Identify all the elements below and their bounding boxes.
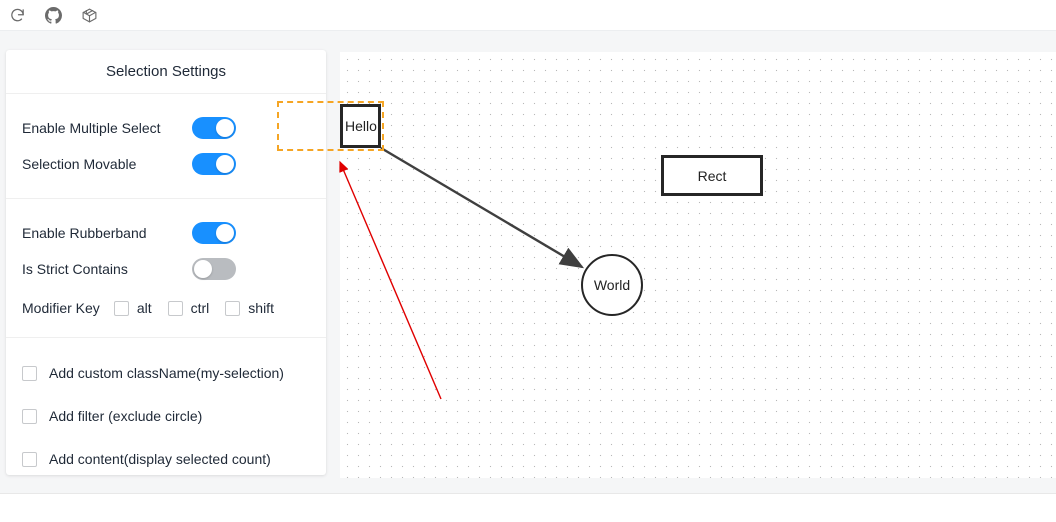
toolbar-divider: [0, 30, 1056, 31]
bottom-strip: [0, 494, 1056, 522]
node-world-label: World: [593, 277, 631, 293]
modifier-option-shift[interactable]: shift: [225, 300, 274, 316]
reload-icon[interactable]: [6, 4, 28, 26]
rubberband-selection[interactable]: [277, 101, 384, 151]
codesandbox-icon[interactable]: [78, 4, 100, 26]
top-toolbar: [0, 0, 1056, 30]
diagram-canvas[interactable]: [340, 52, 1056, 478]
row-enable-rubberband: Enable Rubberband: [22, 217, 310, 249]
modifier-label-shift: shift: [248, 300, 274, 316]
panel-section-rubberband: Enable Rubberband Is Strict Contains Mod…: [6, 199, 326, 338]
toggle-selection-movable[interactable]: [192, 153, 236, 175]
node-rect[interactable]: Rect: [661, 155, 763, 196]
github-icon[interactable]: [42, 4, 64, 26]
toggle-knob: [216, 224, 234, 242]
edge-hello-world: [380, 146, 585, 269]
node-rect-label: Rect: [697, 167, 727, 184]
selection-settings-panel: Selection Settings Enable Multiple Selec…: [6, 50, 326, 475]
panel-section-select: Enable Multiple Select Selection Movable: [6, 94, 326, 199]
checkbox-add-content[interactable]: [22, 451, 37, 467]
label-enable-multiple-select: Enable Multiple Select: [22, 120, 161, 136]
row-modifier-key: Modifier Key alt ctrl shift: [22, 293, 310, 323]
modifier-label-alt: alt: [136, 300, 152, 316]
toggle-enable-rubberband[interactable]: [192, 222, 236, 244]
label-selection-movable: Selection Movable: [22, 156, 137, 172]
toggle-enable-multiple-select[interactable]: [192, 117, 236, 139]
label-modifier-key: Modifier Key: [22, 300, 100, 316]
checkbox-row-classname[interactable]: Add custom className(my-selection): [22, 358, 310, 388]
row-enable-multiple-select: Enable Multiple Select: [22, 112, 310, 144]
row-is-strict-contains: Is Strict Contains: [22, 253, 310, 285]
checkbox-row-filter[interactable]: Add filter (exclude circle): [22, 401, 310, 431]
panel-section-extras: Add custom className(my-selection) Add f…: [6, 338, 326, 475]
label-add-custom-classname: Add custom className(my-selection): [49, 365, 284, 381]
label-add-content: Add content(display selected count): [49, 451, 271, 467]
node-hello[interactable]: Hello: [340, 104, 381, 148]
modifier-label-ctrl: ctrl: [190, 300, 210, 316]
label-is-strict-contains: Is Strict Contains: [22, 261, 128, 277]
checkbox-add-custom-classname[interactable]: [22, 365, 37, 381]
canvas-graphics: [380, 146, 585, 269]
checkbox-add-filter[interactable]: [22, 408, 37, 424]
modifier-option-alt[interactable]: alt: [113, 300, 152, 316]
row-selection-movable: Selection Movable: [22, 148, 310, 180]
checkbox-shift[interactable]: [225, 300, 241, 316]
label-add-filter: Add filter (exclude circle): [49, 408, 203, 424]
toggle-knob: [216, 119, 234, 137]
label-enable-rubberband: Enable Rubberband: [22, 225, 147, 241]
checkbox-alt[interactable]: [113, 300, 129, 316]
node-hello-label: Hello: [345, 118, 377, 134]
checkbox-ctrl[interactable]: [167, 300, 183, 316]
node-world[interactable]: World: [581, 254, 643, 316]
modifier-option-ctrl[interactable]: ctrl: [167, 300, 210, 316]
toggle-is-strict-contains[interactable]: [192, 258, 236, 280]
bottom-divider: [0, 493, 1056, 494]
toggle-knob: [216, 155, 234, 173]
panel-title: Selection Settings: [6, 50, 326, 94]
checkbox-row-content[interactable]: Add content(display selected count): [22, 444, 310, 474]
toggle-knob: [194, 260, 212, 278]
